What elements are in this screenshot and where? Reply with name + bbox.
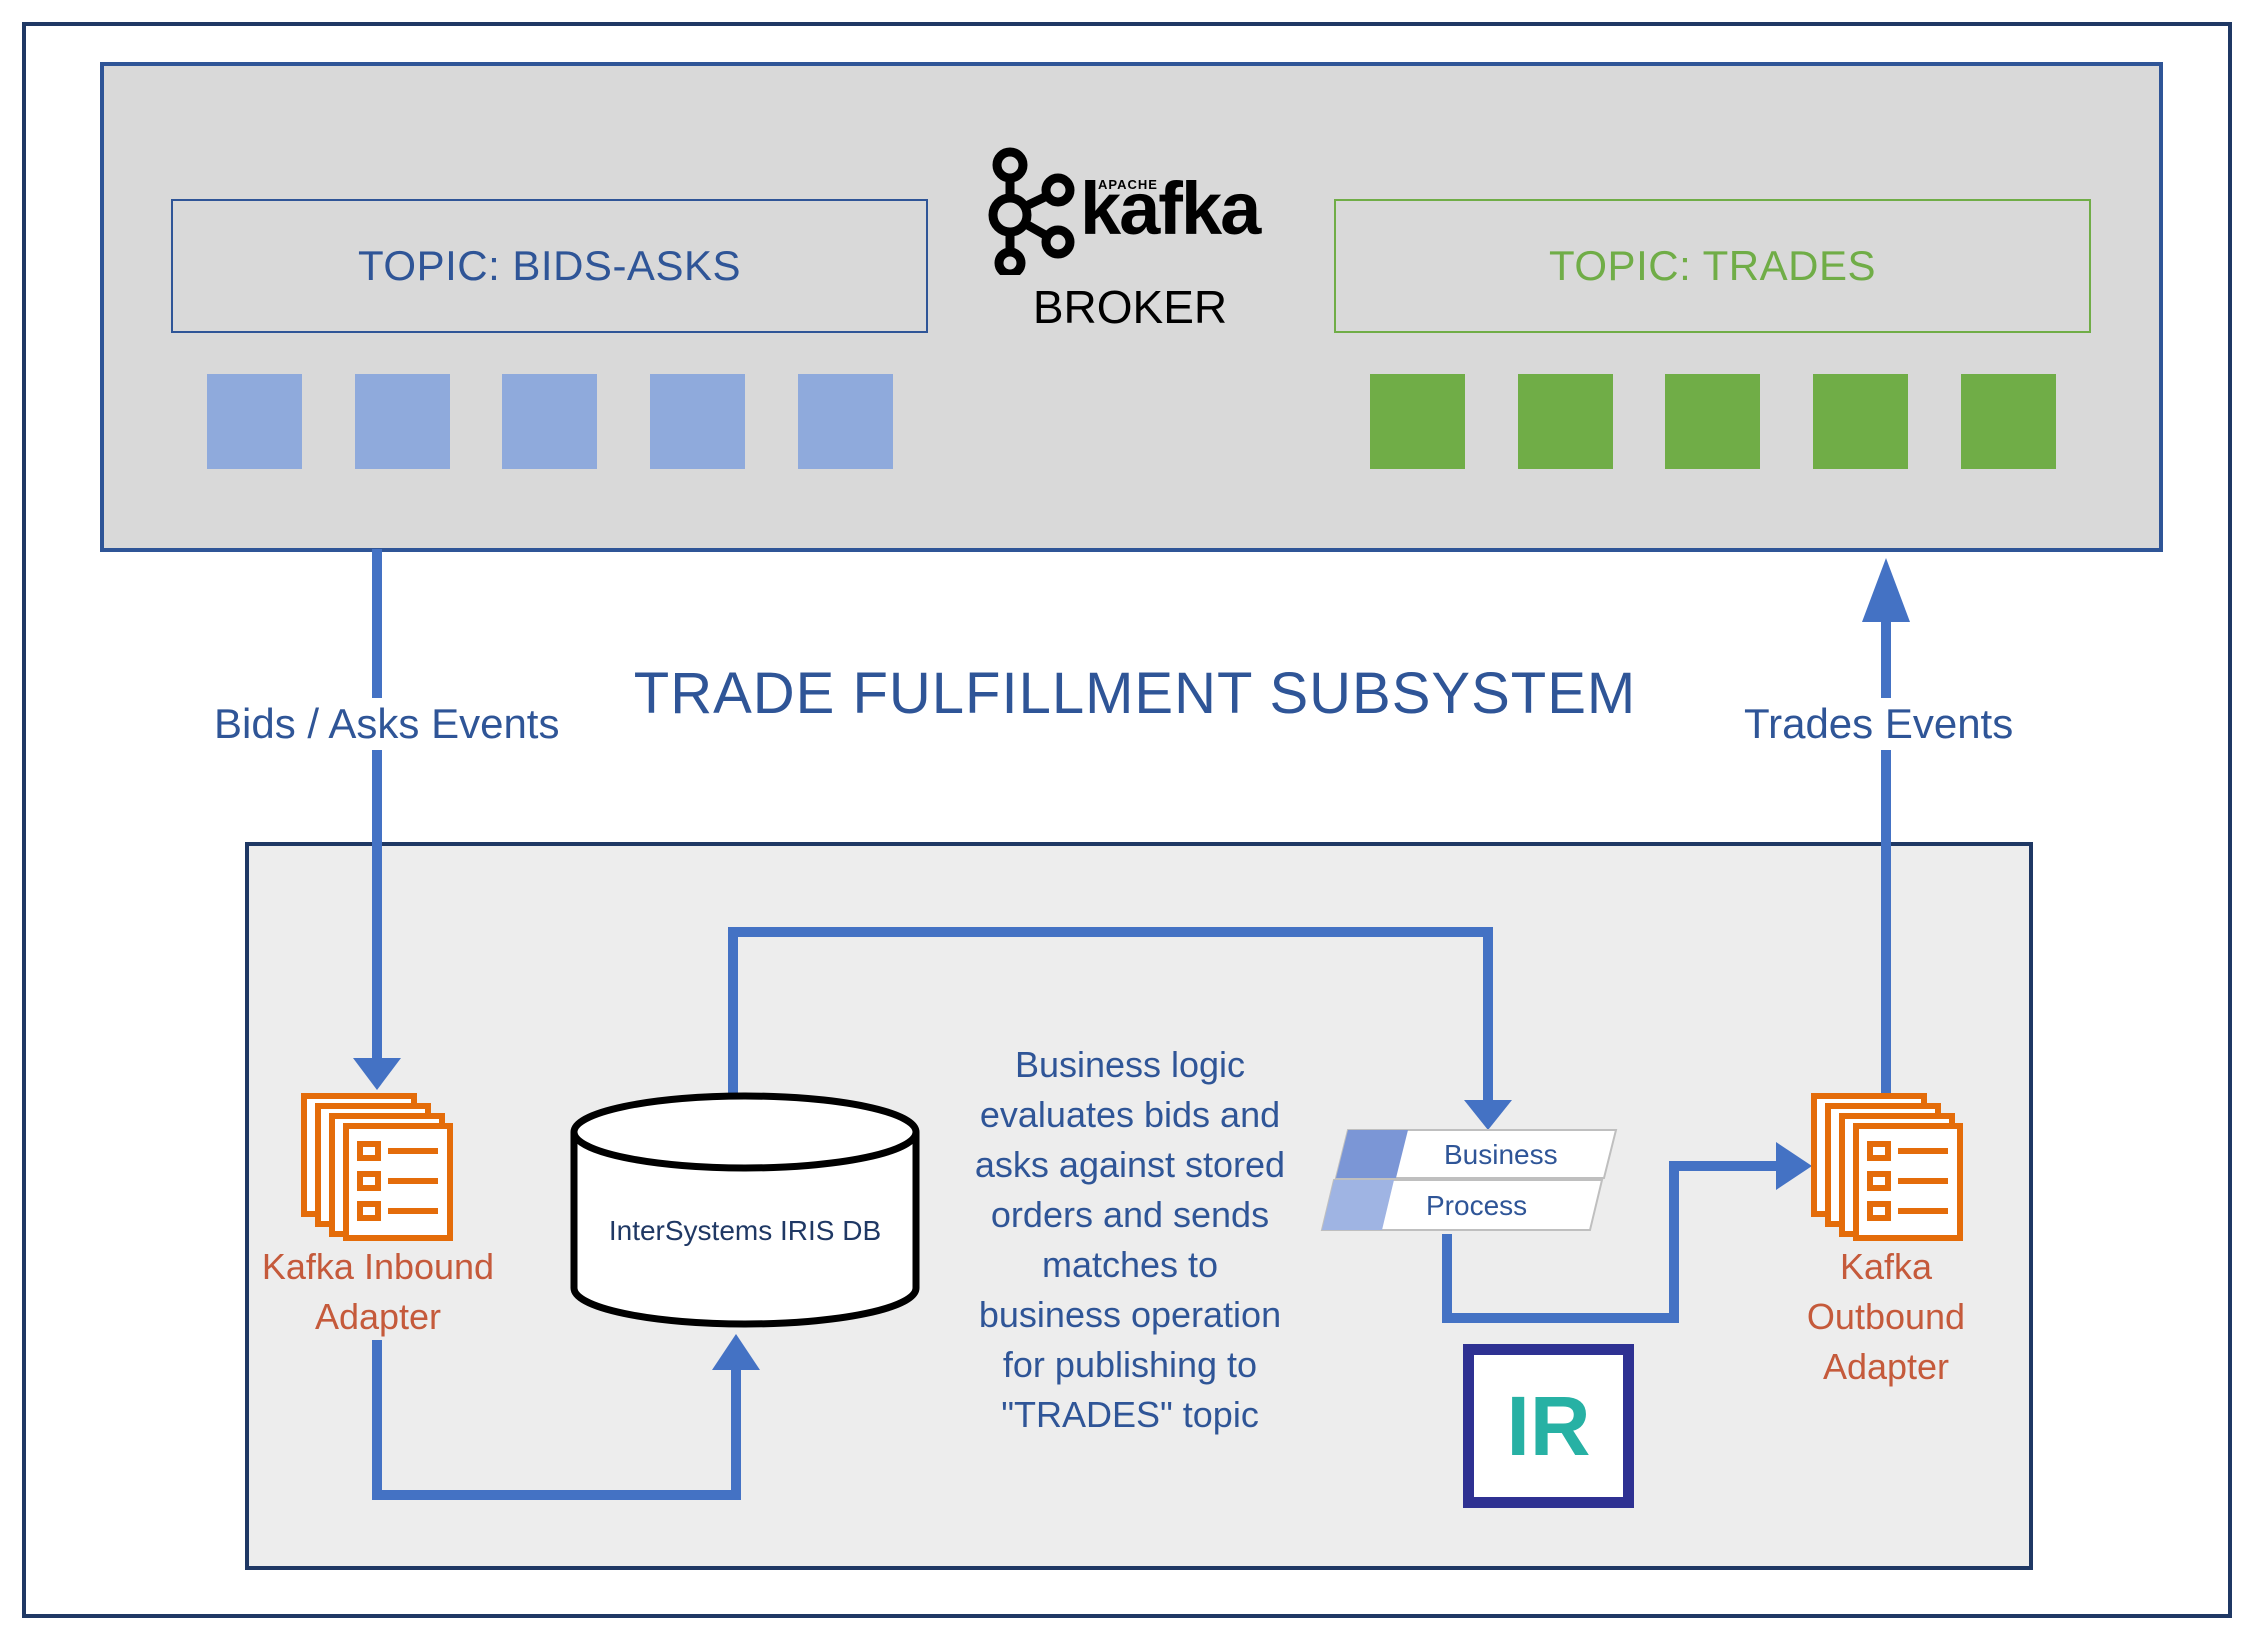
bids-partition-1 xyxy=(207,374,302,469)
arrowhead-process xyxy=(1464,1100,1512,1130)
logic-line: matches to xyxy=(1041,1244,1219,1285)
topic-bids-asks-label: TOPIC: BIDS-ASKS xyxy=(358,242,741,289)
kafka-apache-label: APACHE xyxy=(1098,177,1158,192)
logic-line: orders and sends xyxy=(990,1194,1270,1235)
business-process-icon xyxy=(1320,1129,1618,1231)
arrowhead-inbound xyxy=(353,1058,401,1090)
db-to-process-arrow xyxy=(728,927,1493,1106)
logic-line: for publishing to xyxy=(1002,1344,1258,1385)
business-label: Business xyxy=(1444,1139,1558,1170)
trades-partition-3 xyxy=(1665,374,1760,469)
broker-label: BROKER xyxy=(1032,281,1228,333)
bids-partition-5 xyxy=(798,374,893,469)
trades-events-label: Trades Events xyxy=(1736,698,2022,750)
inbound-adapter-label: Kafka Inbound Adapter xyxy=(230,1242,526,1342)
iris-logo-icon: IR xyxy=(1463,1344,1634,1508)
inbound-adapter-line1: Kafka Inbound xyxy=(261,1246,495,1287)
topic-trades-label: TOPIC: TRADES xyxy=(1548,242,1877,289)
kafka-wordmark: kafka xyxy=(1080,167,1261,250)
topic-bids-asks: TOPIC: BIDS-ASKS xyxy=(171,199,928,333)
subsystem-title: TRADE FULFILLMENT SUBSYSTEM xyxy=(633,661,1637,726)
adapter-to-db-arrow xyxy=(372,1340,741,1500)
outbound-adapter-line1: Kafka xyxy=(1839,1246,1933,1287)
adapter-stack-icon xyxy=(1811,1093,1963,1241)
trades-partition-2 xyxy=(1518,374,1613,469)
kafka-logo-icon xyxy=(988,147,1075,275)
trades-partition-5 xyxy=(1961,374,2056,469)
iris-logo-text: IR xyxy=(1506,1378,1591,1473)
adapter-stack-icon xyxy=(301,1093,453,1241)
logic-line: business operation xyxy=(978,1294,1282,1335)
outbound-adapter-line3: Adapter xyxy=(1822,1346,1950,1387)
bids-partition-2 xyxy=(355,374,450,469)
logic-line: evaluates bids and xyxy=(979,1094,1281,1135)
outbound-adapter-label: Kafka Outbound Adapter xyxy=(1760,1242,2012,1392)
arrowhead-outbound xyxy=(1776,1142,1812,1190)
logic-line: "TRADES" topic xyxy=(1001,1394,1259,1435)
business-logic-description: Business logic evaluates bids and asks a… xyxy=(960,1040,1300,1440)
topic-trades: TOPIC: TRADES xyxy=(1334,199,2091,333)
iris-subsystem-panel xyxy=(245,842,2033,1570)
database-cylinder-icon xyxy=(570,1092,920,1328)
database-label: InterSystems IRIS DB xyxy=(608,1215,882,1246)
logic-line: Business logic xyxy=(1014,1044,1246,1085)
trades-partition-4 xyxy=(1813,374,1908,469)
outbound-adapter-line2: Outbound xyxy=(1806,1296,1966,1337)
process-to-outbound-arrow xyxy=(1442,1161,1780,1323)
inbound-adapter-line2: Adapter xyxy=(314,1296,442,1337)
logic-line: asks against stored xyxy=(974,1144,1286,1185)
arrowhead-trades xyxy=(1862,558,1910,622)
process-label: Process xyxy=(1426,1190,1528,1221)
bids-partition-4 xyxy=(650,374,745,469)
arrowhead-db xyxy=(712,1334,760,1370)
trades-partition-1 xyxy=(1370,374,1465,469)
bids-events-label: Bids / Asks Events xyxy=(206,698,568,750)
bids-partition-3 xyxy=(502,374,597,469)
kafka-broker-panel xyxy=(100,62,2163,552)
